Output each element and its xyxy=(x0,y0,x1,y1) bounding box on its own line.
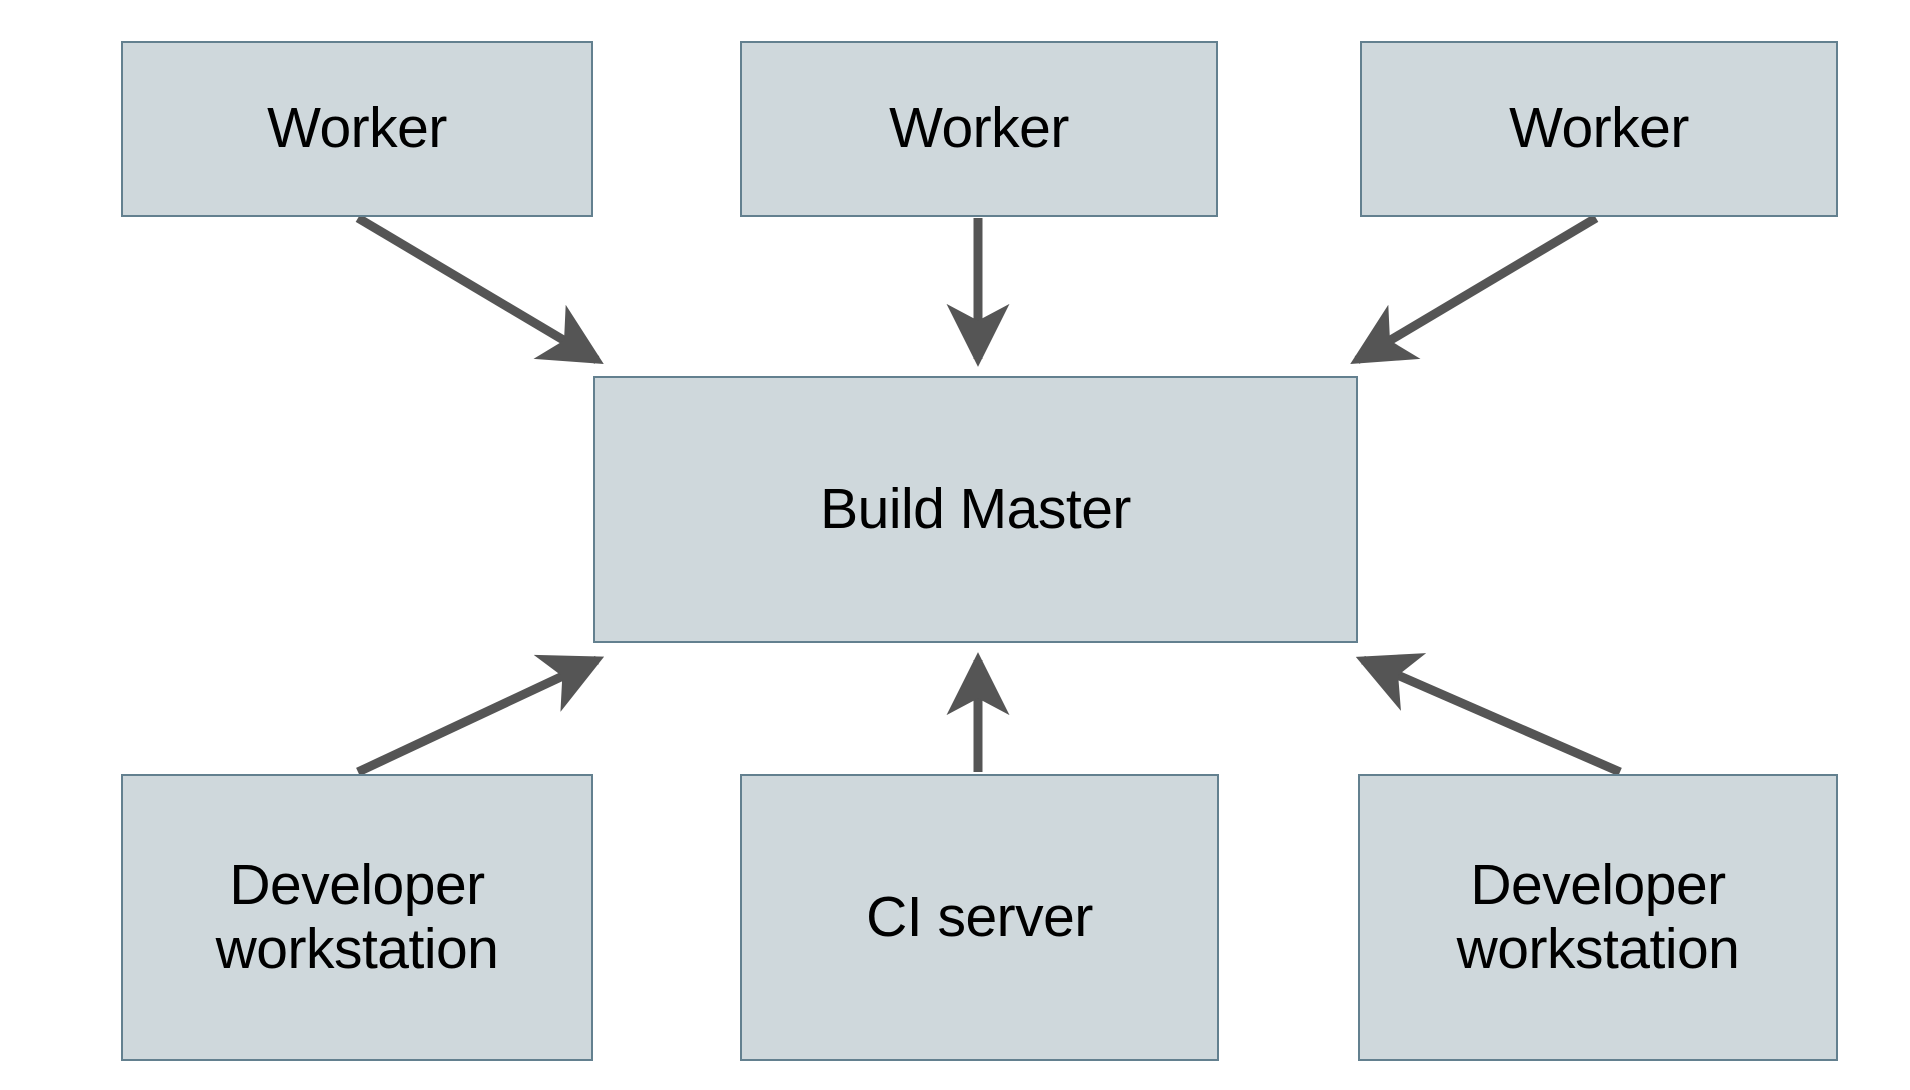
node-worker-2-label: Worker xyxy=(889,96,1069,161)
node-developer-workstation-right-label: Developer workstation xyxy=(1456,852,1740,981)
edge-worker-1-to-build-master xyxy=(355,214,604,365)
node-worker-1[interactable]: Worker xyxy=(121,41,593,217)
node-build-master-label: Build Master xyxy=(820,476,1131,541)
edge-dev-left-to-build-master xyxy=(356,654,605,777)
edge-worker-3-to-build-master xyxy=(1350,214,1599,365)
node-worker-3-label: Worker xyxy=(1509,96,1689,161)
node-developer-workstation-right[interactable]: Developer workstation xyxy=(1358,774,1838,1061)
node-build-master[interactable]: Build Master xyxy=(593,376,1358,643)
node-ci-server[interactable]: CI server xyxy=(740,774,1219,1061)
node-worker-3[interactable]: Worker xyxy=(1360,41,1838,217)
node-worker-1-label: Worker xyxy=(267,96,447,161)
node-developer-workstation-left[interactable]: Developer workstation xyxy=(121,774,593,1061)
node-worker-2[interactable]: Worker xyxy=(740,41,1218,217)
node-developer-workstation-left-label: Developer workstation xyxy=(215,852,499,981)
edge-dev-right-to-build-master xyxy=(1355,653,1622,777)
node-ci-server-label: CI server xyxy=(866,884,1093,949)
